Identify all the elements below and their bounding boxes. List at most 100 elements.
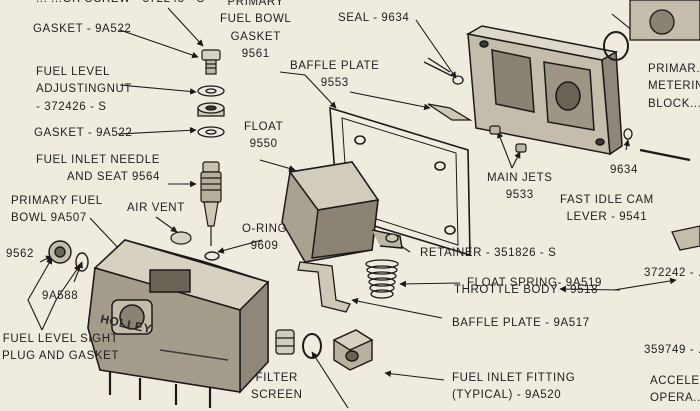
- main-jets-part: [489, 125, 527, 153]
- leader-main-jets-a: [497, 131, 513, 169]
- label-baffle-plate-top: BAFFLE PLATE 9553: [290, 58, 379, 93]
- label-line: FAST IDLE CAM: [560, 194, 654, 206]
- label-line: SCREEN: [251, 389, 303, 402]
- label-line: BOWL 9A507: [11, 212, 87, 225]
- label-line: PRIMARY: [227, 0, 284, 8]
- leader-baffle-bottom: [351, 297, 443, 319]
- leader-screw: [167, 7, 204, 47]
- label-line: BLOCK...: [648, 97, 700, 110]
- inlet-o-ring-part: [302, 333, 322, 359]
- label-line: METERIN...: [648, 80, 700, 93]
- fast-idle-cam-part: [671, 225, 700, 251]
- label-line: FUEL LEVEL SIGHT: [2, 333, 119, 345]
- leader-gasket-mid: [117, 127, 197, 135]
- leader-bowl-gasket: [279, 71, 337, 109]
- label-filter-screen: FILTER SCREEN: [251, 370, 303, 405]
- leader-fitting: [384, 370, 445, 381]
- label-fast-idle-cam: FAST IDLE CAM LEVER - 9541: [560, 192, 654, 227]
- o-ring-part: [204, 251, 220, 261]
- leader-o-ring: [217, 239, 263, 254]
- leader-main-jets-b: [511, 151, 521, 169]
- label-line: ADJUSTINGNUT: [36, 83, 133, 96]
- label-line: BAFFLE PLATE: [290, 60, 380, 72]
- fuel-bowl-part: [87, 239, 270, 408]
- metering-block-part: [465, 25, 623, 156]
- leader-fuel-bowl: [89, 217, 123, 253]
- label-line: LEVER - 9541: [566, 211, 648, 224]
- label-line: PRIMARY FUEL: [11, 195, 103, 207]
- label-line: 9553: [320, 77, 349, 90]
- sight-plug-part: [48, 240, 89, 272]
- leader-sight-plug-a: [27, 257, 53, 331]
- label-main-jets: MAIN JETS 9533: [487, 170, 552, 205]
- label-fuel-inlet-needle: FUEL INLET NEEDLE AND SEAT 9564: [36, 152, 160, 187]
- needle-seat-part: [200, 161, 222, 246]
- label-line: AND SEAT 9564: [66, 171, 160, 184]
- label-line: - 372426 - S: [36, 100, 107, 113]
- label-9a588: 9A588: [42, 290, 79, 302]
- seal-9634-part: [623, 128, 691, 162]
- label-line: 9550: [249, 138, 278, 151]
- retainer-part: [385, 233, 399, 243]
- label-screw-cut: ... ...OR SCREW - 372248 - S: [36, 0, 205, 8]
- label-line: PLUG AND GASKET: [2, 350, 120, 363]
- label-fuel-level-adjusting-nut: FUEL LEVEL ADJUSTINGNUT - 372426 - S: [36, 64, 132, 116]
- leader-sight-plug-b: [41, 264, 81, 331]
- leader-seal: [415, 19, 457, 79]
- metering-gasket-ring-part: [603, 31, 629, 61]
- air-vent-part: [170, 231, 192, 245]
- label-359749: 359749 - ...: [644, 344, 700, 356]
- float-spring-part: [365, 259, 399, 299]
- label-line: (TYPICAL) - 9A520: [452, 389, 562, 402]
- leader-gasket-top: [119, 29, 199, 59]
- label-372242: 372242 - ...: [644, 267, 700, 279]
- label-line: OPERA...: [650, 392, 700, 405]
- label-line: MAIN JETS: [487, 172, 553, 184]
- label-o-ring: O-RING 9609: [242, 221, 287, 256]
- label-fuel-inlet-fitting: FUEL INLET FITTING (TYPICAL) - 9A520: [452, 370, 575, 405]
- leader-throttle-body-right: [613, 277, 677, 291]
- seal-part: [423, 57, 464, 85]
- leader-9a588: [73, 261, 83, 283]
- label-primary-bowl-gasket: PRIMARY FUEL BOWL GASKET 9561: [220, 0, 291, 63]
- label-line: 9561: [241, 47, 270, 60]
- label-line: FLOAT: [244, 121, 284, 133]
- leader-9634: [623, 139, 631, 151]
- label-baffle-plate-bottom: BAFFLE PLATE - 9A517: [452, 317, 590, 329]
- label-gasket-9a522-mid: GASKET - 9A522: [34, 127, 133, 139]
- label-gasket-9a522-top: GASKET - 9A522: [33, 23, 132, 35]
- leader-throttle-body-left: [559, 285, 621, 293]
- float-part: [281, 161, 403, 263]
- gasket-part-mid: [197, 126, 225, 138]
- leader-baffle-top: [349, 91, 431, 111]
- leader-float-spring: [399, 280, 461, 288]
- label-accelerator-cut: ACCELE... OPERA...: [650, 373, 700, 408]
- label-line: ACCELE...: [650, 375, 700, 387]
- label-float-spring: FLOAT SPRING- 9A519: [467, 277, 602, 289]
- screw-part: [201, 49, 221, 75]
- baffle-plate-bottom-part: [297, 261, 351, 313]
- leader-adjusting-nut: [119, 84, 197, 95]
- top-right-component: [629, 0, 700, 41]
- label-line: 9533: [505, 189, 534, 202]
- baffle-plate-top-part: [427, 103, 473, 121]
- label-line: PRIMAR...: [648, 63, 700, 75]
- gasket-part-top: [197, 85, 225, 97]
- label-retainer: RETAINER - 351826 - S: [420, 247, 557, 259]
- label-line: 9609: [250, 240, 279, 253]
- filter-screen-part: [275, 329, 295, 355]
- adjusting-nut-part: [197, 102, 225, 117]
- label-line: FUEL LEVEL: [36, 66, 110, 78]
- label-line: FILTER: [255, 372, 298, 384]
- inlet-fitting-part: [332, 329, 374, 371]
- label-line: FUEL BOWL: [220, 13, 292, 26]
- label-primary-metering-block: PRIMAR... METERIN... BLOCK...: [648, 61, 700, 113]
- label-line: O-RING: [242, 223, 288, 235]
- leader-float: [259, 159, 296, 172]
- leader-lines: [27, 7, 677, 409]
- label-line: FUEL INLET FITTING: [452, 372, 576, 384]
- label-seal-9634: SEAL - 9634: [338, 12, 410, 24]
- label-air-vent: AIR VENT: [127, 202, 185, 214]
